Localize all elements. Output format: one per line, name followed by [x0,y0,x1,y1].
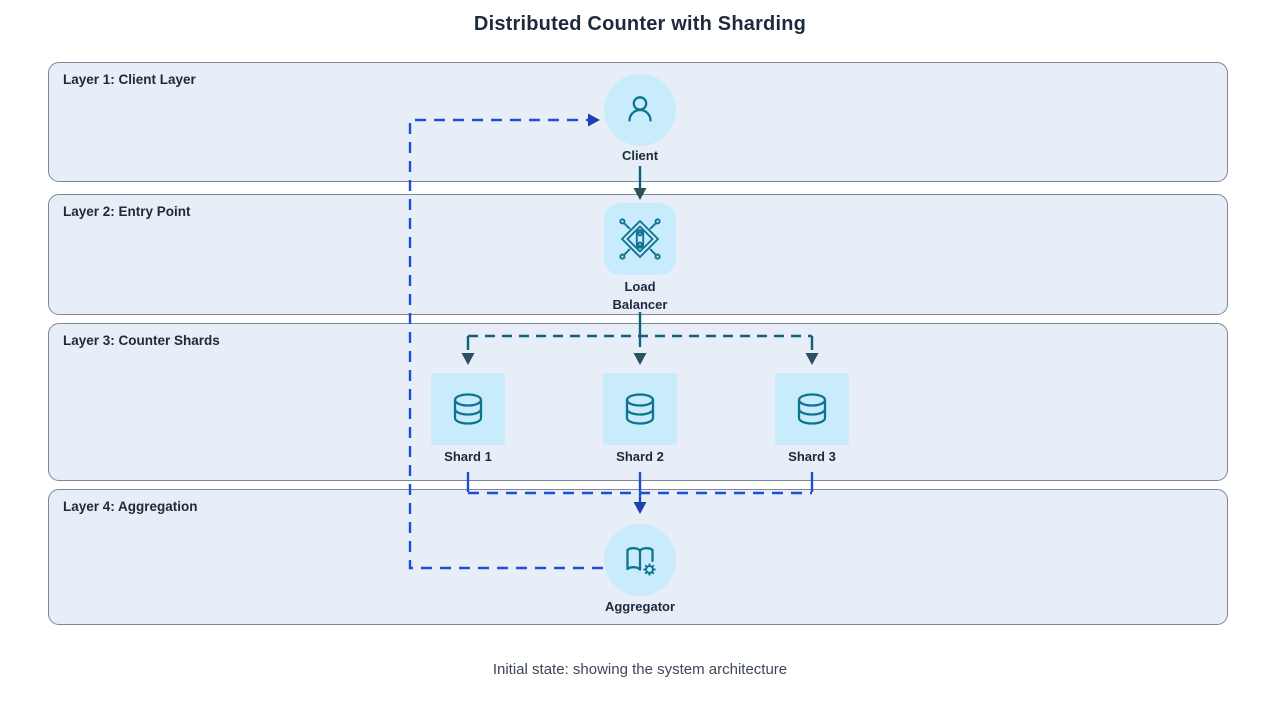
node-shard-2 [603,373,677,445]
node-client [604,74,676,146]
layer-2-label: Layer 2: Entry Point [63,204,191,219]
book-gear-icon [626,547,656,576]
load-balancer-icon [619,218,661,260]
node-aggregator [604,524,676,596]
page-title: Distributed Counter with Sharding [473,13,807,35]
node-shard-3-label: Shard 3 [788,449,836,464]
layer-1-label: Layer 1: Client Layer [63,72,196,87]
layer-4-label: Layer 4: Aggregation [63,499,198,514]
node-load-balancer-label: Load Balancer [612,279,668,312]
node-shard-1 [431,373,505,445]
node-load-balancer [604,203,676,275]
database-icon [453,393,483,425]
node-shard-1-label: Shard 1 [444,449,492,464]
node-client-label: Client [621,148,659,163]
layer-3-label: Layer 3: Counter Shards [63,333,220,348]
node-aggregator-label: Aggregator [604,599,676,614]
node-shard-3 [775,373,849,445]
status-caption: Initial state: showing the system archit… [492,661,788,678]
user-icon [628,96,652,122]
node-shard-2-label: Shard 2 [616,449,664,464]
database-icon [625,393,655,425]
database-icon [797,393,827,425]
